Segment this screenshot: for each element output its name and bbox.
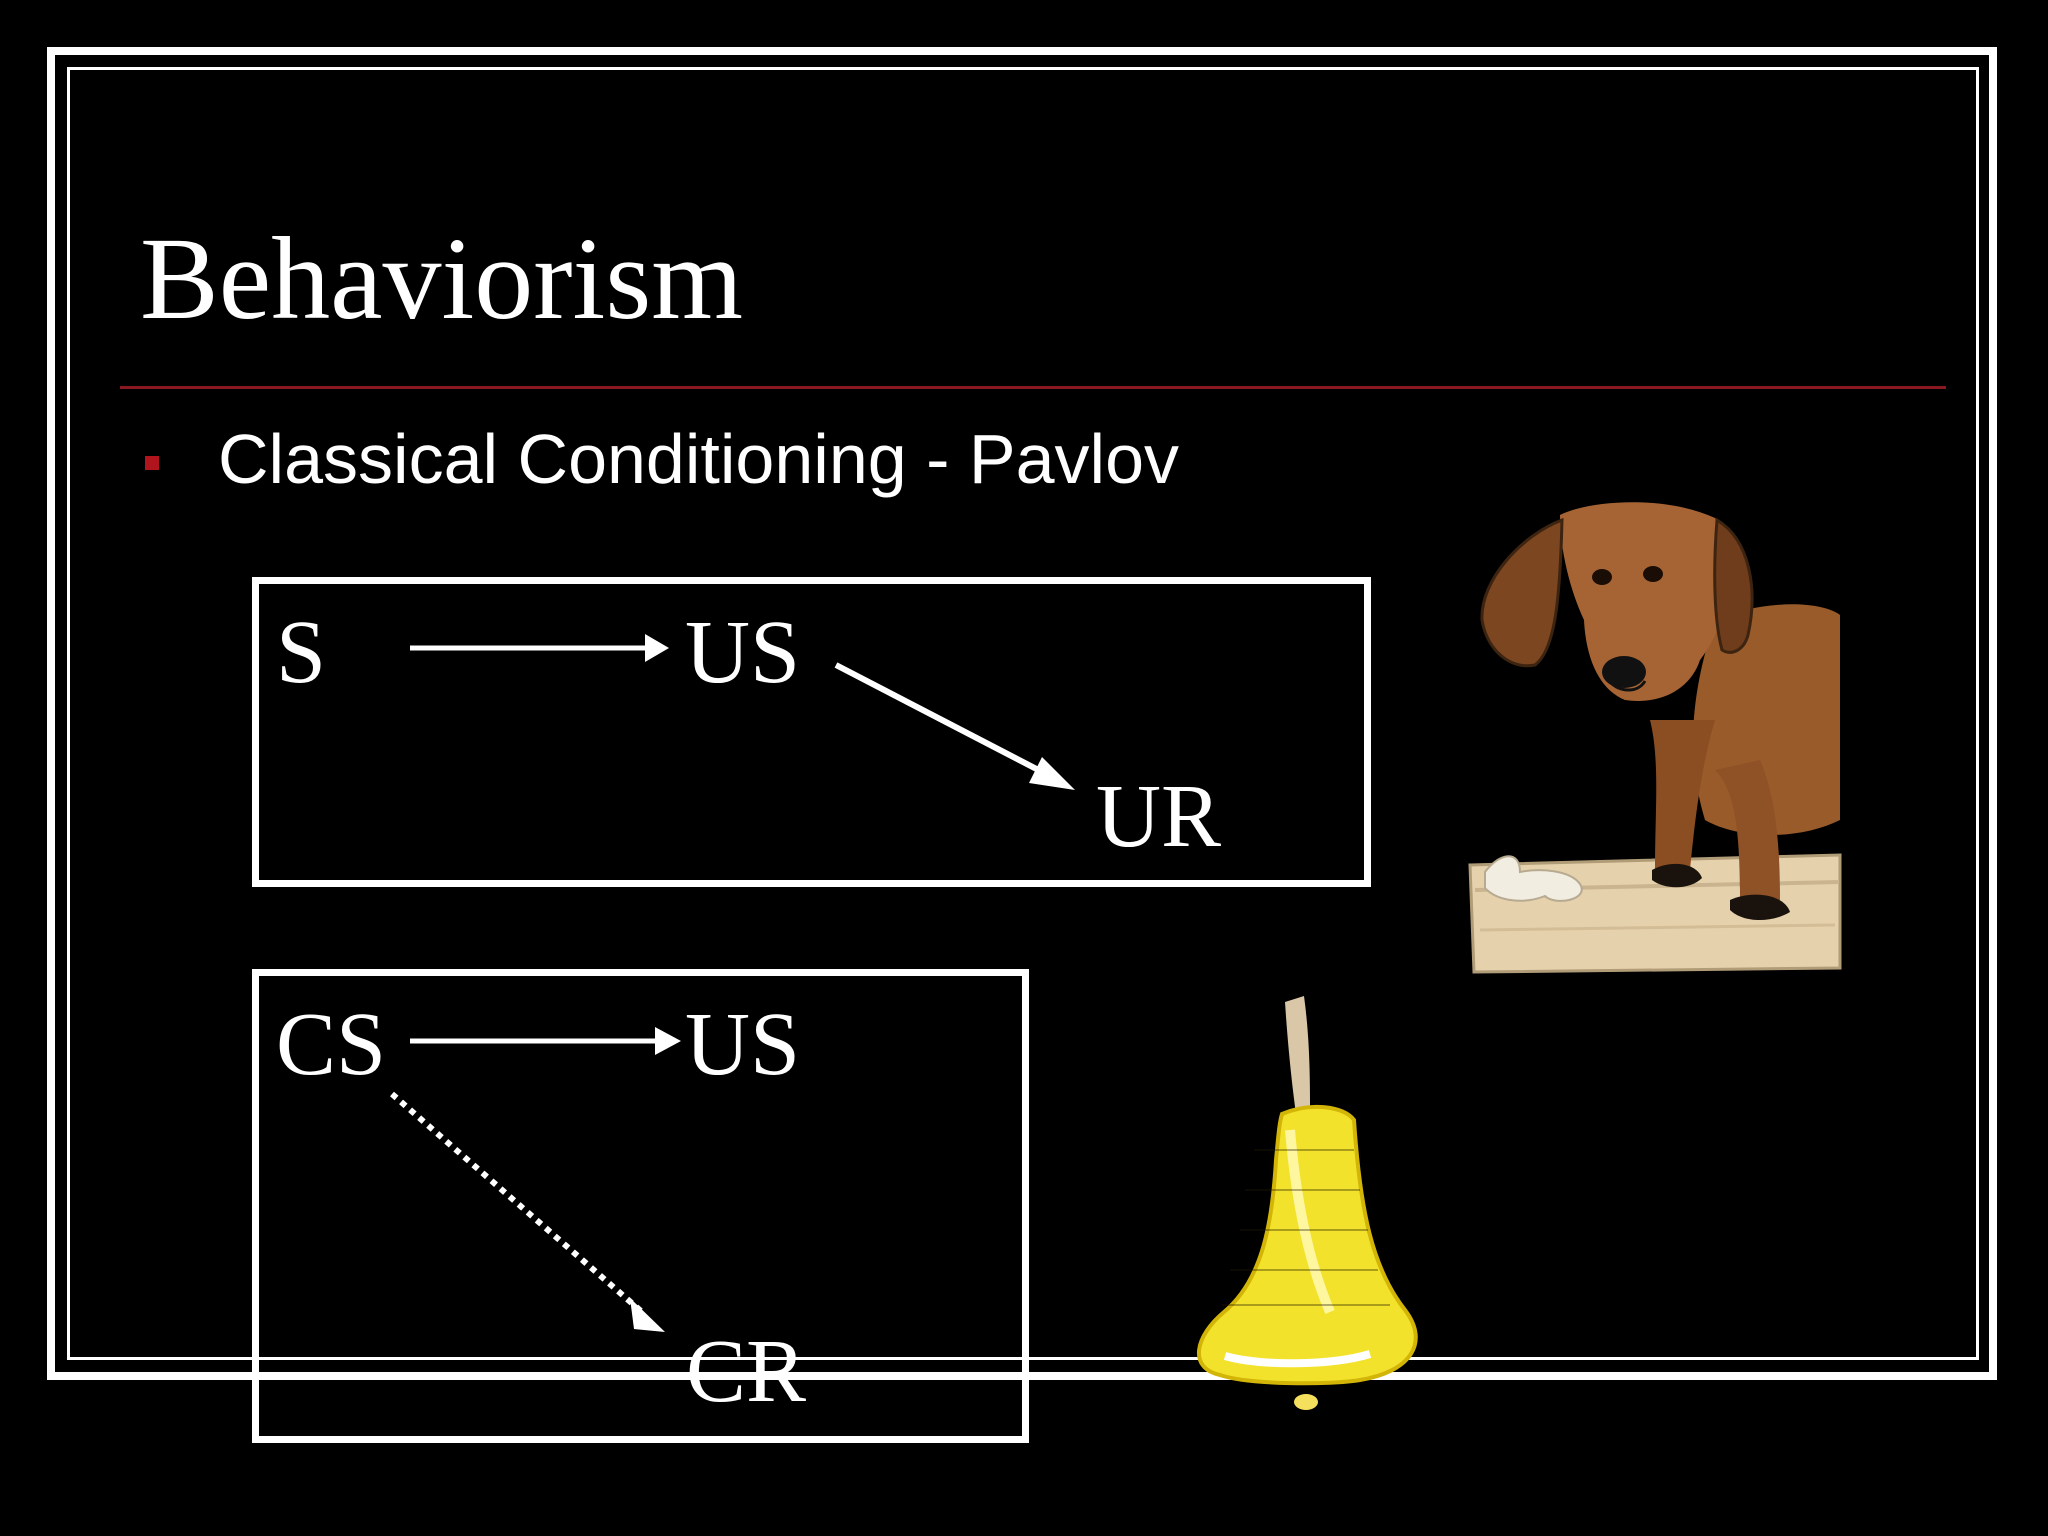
- bullet-text: Classical Conditioning - Pavlov: [218, 420, 1179, 498]
- title-divider: [120, 386, 1946, 389]
- unconditioned-diagram-box: [252, 577, 1371, 887]
- bullet-marker: [145, 456, 159, 470]
- cr-label: CR: [686, 1322, 807, 1421]
- arrow-cs-to-us: [410, 1027, 681, 1055]
- ur-label: UR: [1096, 767, 1222, 866]
- stimulus-label: S: [276, 603, 327, 702]
- dotted-arrow-cs-to-cr: [390, 1091, 665, 1332]
- arrow-us-to-ur: [834, 662, 1075, 790]
- conditioned-diagram-box: [252, 969, 1029, 1443]
- us-label-top: US: [685, 603, 801, 702]
- bell-illustration: [1196, 996, 1418, 1410]
- arrow-s-to-us: [410, 634, 669, 662]
- dachshund-illustration: [1468, 502, 1842, 974]
- cs-label: CS: [276, 995, 387, 1094]
- slide-title: Behaviorism: [140, 213, 744, 344]
- us-label-bottom: US: [685, 995, 801, 1094]
